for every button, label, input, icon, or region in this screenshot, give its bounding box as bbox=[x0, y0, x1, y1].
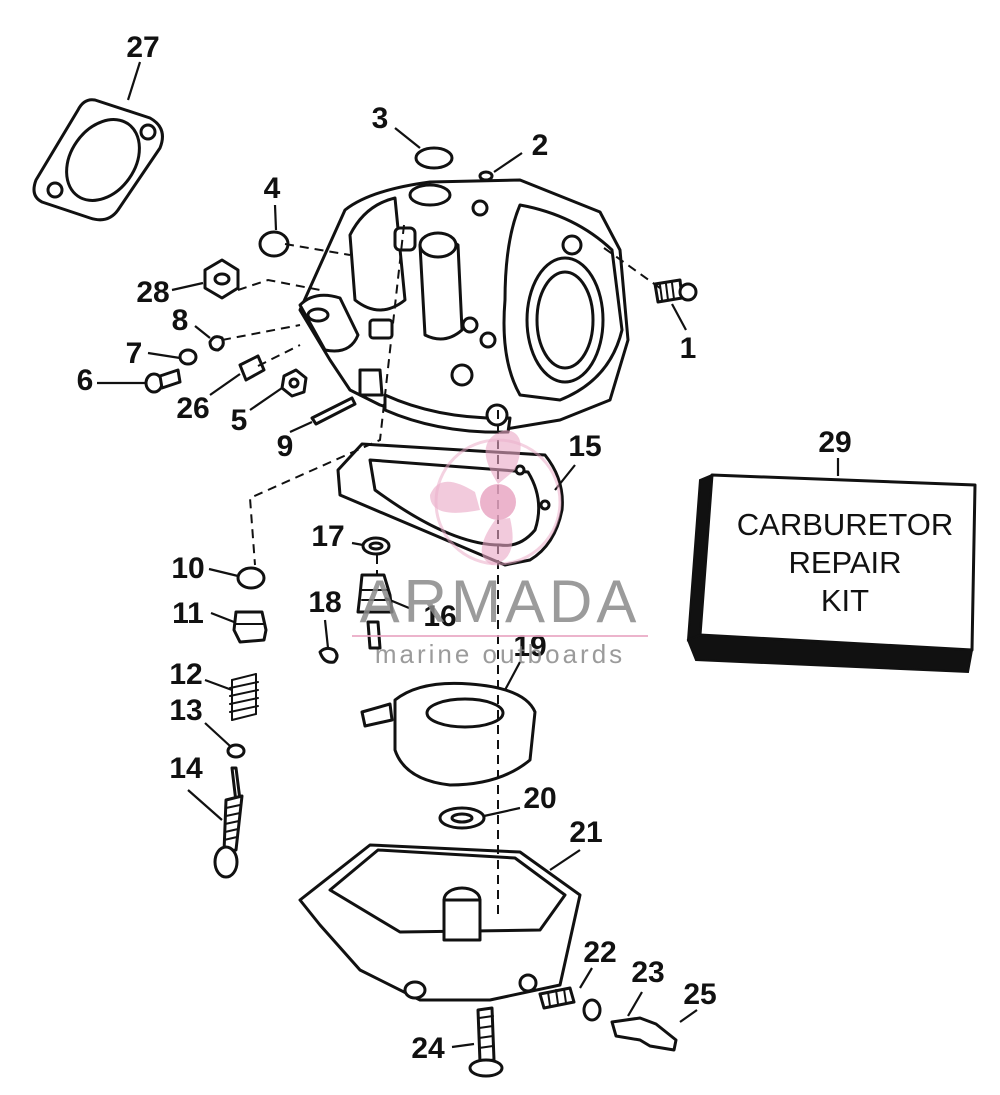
part-14-needle bbox=[213, 766, 244, 879]
kit-label-line2: REPAIR bbox=[788, 545, 901, 580]
callout-27: 27 bbox=[126, 31, 159, 64]
callout-28: 28 bbox=[136, 276, 169, 309]
watermark-brand: ARMADA bbox=[360, 568, 641, 635]
part-2-pin bbox=[478, 170, 494, 182]
alignment-lines bbox=[221, 224, 661, 920]
kit-label-line1: CARBURETOR bbox=[737, 507, 953, 542]
callout-20: 20 bbox=[523, 782, 556, 815]
part-1-screw bbox=[653, 278, 698, 304]
callout-16: 16 bbox=[423, 600, 456, 633]
leader-lines bbox=[97, 61, 840, 1049]
part-6-screw bbox=[144, 368, 182, 394]
part-28-nut bbox=[203, 258, 240, 300]
callout-13: 13 bbox=[169, 694, 202, 727]
part-11-packing-nut bbox=[232, 610, 268, 644]
callout-11: 11 bbox=[172, 597, 204, 630]
callout-labels: 27 3 2 4 28 8 7 6 26 5 9 1 15 29 17 10 1… bbox=[77, 31, 852, 1065]
callout-6: 6 bbox=[77, 364, 94, 397]
part-9-pin bbox=[310, 396, 357, 426]
part-12-spring bbox=[229, 673, 259, 721]
watermark-tagline: marine outboards bbox=[375, 639, 625, 669]
part-8-clip bbox=[208, 335, 225, 352]
callout-7: 7 bbox=[126, 337, 143, 370]
callout-3: 3 bbox=[372, 102, 389, 135]
carburetor-body bbox=[298, 178, 630, 434]
part-4-plug bbox=[258, 230, 290, 258]
callout-24: 24 bbox=[411, 1032, 445, 1065]
part-24-bolt bbox=[468, 1006, 504, 1078]
part-25-fitting bbox=[610, 1016, 678, 1052]
part-20-washer bbox=[438, 806, 486, 830]
part-18-clip bbox=[318, 646, 339, 664]
part-22-screw bbox=[538, 986, 576, 1010]
callout-5: 5 bbox=[231, 404, 248, 437]
part-23-washer bbox=[582, 998, 602, 1022]
callout-12: 12 bbox=[169, 658, 202, 691]
part-27-gasket bbox=[32, 98, 164, 222]
callout-4: 4 bbox=[264, 172, 281, 205]
part-21-float-bowl bbox=[298, 843, 582, 1002]
armada-watermark: ARMADA marine outboards bbox=[352, 430, 648, 669]
callout-21: 21 bbox=[569, 816, 602, 849]
callout-10: 10 bbox=[171, 552, 204, 585]
callout-26: 26 bbox=[176, 392, 209, 425]
propeller-logo-icon bbox=[430, 430, 562, 566]
part-26-fitting bbox=[238, 354, 266, 382]
part-13-washer bbox=[226, 743, 246, 759]
callout-22: 22 bbox=[583, 936, 616, 969]
callout-2: 2 bbox=[532, 129, 549, 162]
callout-9: 9 bbox=[277, 430, 294, 463]
callout-1: 1 bbox=[680, 332, 697, 365]
part-7-washer bbox=[178, 348, 198, 366]
kit-label-line3: KIT bbox=[821, 583, 869, 618]
part-19-float bbox=[360, 681, 537, 787]
callout-17: 17 bbox=[311, 520, 344, 553]
part-17-washer bbox=[361, 536, 391, 556]
part-3-plug bbox=[414, 146, 454, 170]
callout-15: 15 bbox=[568, 430, 601, 463]
part-5-nut bbox=[280, 368, 308, 398]
part-10-washer bbox=[236, 566, 266, 590]
callout-29: 29 bbox=[818, 426, 851, 459]
callout-18: 18 bbox=[308, 586, 341, 619]
callout-14: 14 bbox=[169, 752, 203, 785]
part-29-repair-kit-box: CARBURETOR REPAIR KIT bbox=[686, 473, 977, 674]
callout-23: 23 bbox=[631, 956, 664, 989]
callout-8: 8 bbox=[172, 304, 189, 337]
callout-25: 25 bbox=[683, 978, 716, 1011]
